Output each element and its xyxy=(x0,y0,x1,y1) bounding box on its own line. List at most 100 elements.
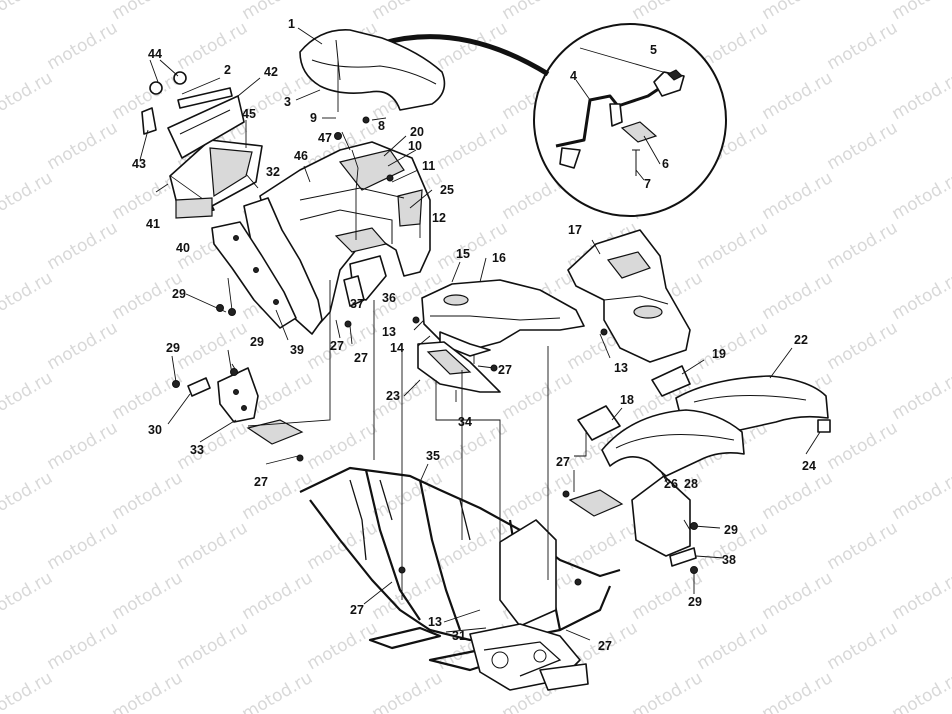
callout-13-bottom: 13 xyxy=(428,615,442,629)
callout-47: 47 xyxy=(318,131,332,145)
callout-27-g: 27 xyxy=(598,639,612,653)
callout-27-d: 27 xyxy=(254,475,268,489)
watermark-text: motod.ru xyxy=(109,568,187,624)
watermark-text: motod.ru xyxy=(824,218,902,274)
panel-37 xyxy=(343,275,365,307)
callout-35: 35 xyxy=(426,449,440,463)
watermark-text: motod.ru xyxy=(239,668,317,714)
watermark-text: motod.ru xyxy=(694,618,772,674)
watermark-text: motod.ru xyxy=(434,118,512,174)
watermark-text: motod.ru xyxy=(239,0,317,24)
callout-25: 25 xyxy=(440,183,454,197)
watermark-text: motod.ru xyxy=(369,668,447,714)
watermark-text: motod.ru xyxy=(44,518,122,574)
callout-34: 34 xyxy=(458,415,472,429)
watermark-text: motod.ru xyxy=(889,468,952,524)
callout-14: 14 xyxy=(390,341,404,355)
watermark-text: motod.ru xyxy=(889,68,952,124)
watermark-text: motod.ru xyxy=(759,68,837,124)
callout-11-top: 11 xyxy=(422,159,435,173)
watermark-text: motod.ru xyxy=(759,568,837,624)
callout-27-b: 27 xyxy=(354,351,368,365)
watermark-text: motod.ru xyxy=(694,218,772,274)
watermark-text: motod.ru xyxy=(304,418,382,474)
front-fender-lower xyxy=(601,409,745,477)
callout-17: 17 xyxy=(568,223,582,237)
callout-16: 16 xyxy=(492,251,506,265)
callout-29-d: 29 xyxy=(724,523,738,537)
callout-39: 39 xyxy=(290,343,304,357)
watermark-text: motod.ru xyxy=(44,618,122,674)
callout-3: 3 xyxy=(284,95,291,109)
callout-22: 22 xyxy=(794,333,808,347)
callout-12: 12 xyxy=(432,211,446,225)
callout-5: 5 xyxy=(650,43,657,57)
footrest-left xyxy=(246,419,304,445)
callout-24: 24 xyxy=(802,459,816,473)
callout-44: 44 xyxy=(148,47,162,61)
callout-32: 32 xyxy=(266,165,280,179)
cable-to-inset xyxy=(379,34,550,77)
watermark-text: motod.ru xyxy=(889,168,952,224)
watermark-text: motod.ru xyxy=(109,668,187,714)
bracket-plate xyxy=(167,95,245,159)
watermark-text: motod.ru xyxy=(434,18,512,74)
footrest-right xyxy=(568,489,624,517)
watermark-text: motod.ru xyxy=(499,0,577,24)
watermark-text: motod.ru xyxy=(759,668,837,714)
watermark-text: motod.ru xyxy=(174,618,252,674)
seat xyxy=(299,29,446,111)
watermark-text: motod.ru xyxy=(0,268,56,324)
callout-29-e: 29 xyxy=(688,595,702,609)
callout-23: 23 xyxy=(386,389,400,403)
watermark-text: motod.ru xyxy=(889,368,952,424)
watermark-text: motod.ru xyxy=(0,468,56,524)
watermark-text: motod.ru xyxy=(824,418,902,474)
callout-18: 18 xyxy=(620,393,634,407)
watermark-text: motod.ru xyxy=(759,268,837,324)
mud-flap-39 xyxy=(211,221,297,329)
watermark-text: motod.ru xyxy=(824,618,902,674)
decal-19 xyxy=(651,365,691,397)
front-console xyxy=(567,229,691,363)
callout-15: 15 xyxy=(456,247,470,261)
watermark-text: motod.ru xyxy=(434,218,512,274)
callout-6: 6 xyxy=(662,157,669,171)
watermark-text: motod.ru xyxy=(759,168,837,224)
watermark-text: motod.ru xyxy=(629,0,707,24)
callout-27-e: 27 xyxy=(556,455,570,469)
callout-7: 7 xyxy=(644,177,651,191)
watermark-text: motod.ru xyxy=(0,0,56,24)
watermark-text: motod.ru xyxy=(304,518,382,574)
watermark-text: motod.ru xyxy=(629,668,707,714)
reflector-38 xyxy=(669,547,697,567)
reflector-30 xyxy=(187,377,211,397)
watermark-text: motod.ru xyxy=(239,468,317,524)
watermark-text: motod.ru xyxy=(434,418,512,474)
watermark-text: motod.ru xyxy=(44,218,122,274)
callout-26: 26 xyxy=(664,477,678,491)
callout-27-f: 27 xyxy=(350,603,364,617)
detail-inset-seat-latch xyxy=(533,23,727,217)
watermark-text: motod.ru xyxy=(174,418,252,474)
cap-44a xyxy=(149,81,163,95)
main-frame xyxy=(299,466,621,691)
watermark-text: motod.ru xyxy=(759,0,837,24)
callout-31: 31 xyxy=(452,629,466,643)
watermark-text: motod.ru xyxy=(109,0,187,24)
callout-45: 45 xyxy=(242,107,256,121)
callout-29-c: 29 xyxy=(250,335,264,349)
watermark-text: motod.ru xyxy=(889,0,952,24)
watermark-text: motod.ru xyxy=(174,518,252,574)
watermark-text: motod.ru xyxy=(239,568,317,624)
watermark-text: motod.ru xyxy=(694,318,772,374)
watermark-text: motod.ru xyxy=(174,18,252,74)
fasteners xyxy=(172,116,698,586)
pad-40 xyxy=(175,197,213,219)
callout-28: 28 xyxy=(684,477,698,491)
watermark-text: motod.ru xyxy=(0,168,56,224)
watermark-text: motod.ru xyxy=(109,468,187,524)
callout-30: 30 xyxy=(148,423,162,437)
